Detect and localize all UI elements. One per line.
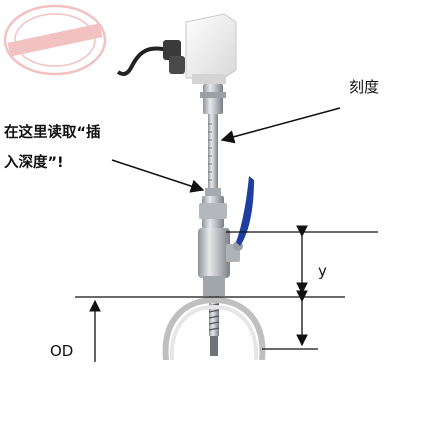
probe-shaft	[209, 296, 219, 336]
read-here-line-1: 在这里读取“插	[4, 125, 101, 141]
valve-handle	[236, 176, 254, 246]
transmitter-base	[192, 74, 226, 84]
scale-ticks	[208, 123, 212, 181]
graduated-stem	[208, 114, 218, 190]
y-label: y	[318, 262, 327, 280]
read-here-line-2: 入深度”!	[4, 155, 64, 171]
cable-connector-2	[169, 56, 185, 74]
pipe-cross-section	[162, 296, 266, 361]
probe-tip	[210, 336, 218, 356]
upper-fitting	[203, 84, 223, 114]
protected-image-watermark	[3, 4, 107, 76]
sensor-cable	[116, 46, 177, 76]
scale-pointer-arrow	[220, 107, 341, 144]
fitting-nut	[199, 203, 227, 219]
transmitter-housing	[185, 13, 237, 79]
cable-connector	[163, 40, 181, 60]
valve-lower-thread	[203, 276, 225, 296]
pipe-inner	[169, 304, 259, 361]
read-here-pointer-arrow	[111, 159, 205, 193]
valve-body	[198, 228, 230, 278]
scale-label: 刻度	[349, 78, 380, 96]
od-label: OD	[50, 342, 74, 360]
fitting-ring	[200, 92, 226, 98]
reading-collar	[205, 188, 221, 196]
read-insertion-depth-note: 在这里读取“插 入深度”!	[4, 118, 101, 178]
